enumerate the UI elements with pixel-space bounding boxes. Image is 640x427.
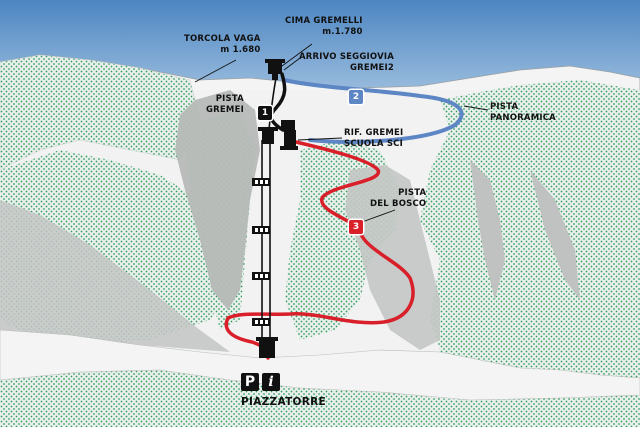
rock-streak-2 [530, 170, 580, 300]
pista-bosco-run [224, 140, 415, 360]
rock-streak-1 [470, 160, 505, 300]
rock-right [345, 165, 440, 350]
leader-bosco [361, 209, 396, 223]
chair-icon [252, 178, 270, 186]
pista-bosco-line2: DEL BOSCO [370, 198, 427, 209]
rock-left-bottom [0, 200, 230, 352]
valley-floor [0, 329, 640, 401]
parking-icon: P [241, 373, 259, 391]
leader-arrivo [283, 57, 301, 71]
pista-gremei-badge: 1 [258, 106, 272, 120]
chairlift-station-icon [258, 127, 278, 144]
cima-name: CIMA GREMELLI [285, 16, 363, 26]
torcola-name: TORCOLA VAGA [184, 34, 261, 44]
forest-bottom [0, 370, 640, 427]
leader-panoramica [463, 105, 489, 111]
pista-gremei-run [269, 72, 287, 132]
info-icon: i [262, 373, 280, 391]
chair-icon [252, 272, 270, 280]
label-pista-panoramica: PISTA PANORAMICA [490, 102, 556, 123]
torcola-altitude: m 1.680 [220, 44, 261, 55]
label-rif-gremei: RIF. GREMEI SCUOLA SCI [344, 128, 403, 149]
label-cima-gremelli: CIMA GREMELLI m.1.780 [285, 16, 363, 37]
pista-gremei-line1: PISTA [215, 94, 244, 104]
chairlift-station-icon [280, 120, 298, 150]
pista-panoramica-run [282, 78, 464, 144]
label-pista-gremei: PISTA GREMEI [206, 94, 244, 115]
leader-cima [281, 43, 313, 67]
chair-icon [252, 318, 270, 326]
arrivo-line1: ARRIVO SEGGIOVIA [299, 52, 395, 62]
rif-line1: RIF. GREMEI [344, 128, 404, 138]
rif-line2: SCUOLA SCI [344, 138, 403, 149]
label-arrivo-seggiovia: ARRIVO SEGGIOVIA GREMEI2 [299, 52, 394, 73]
leader-rif [297, 137, 343, 141]
label-piazzatorre: PIAZZATORRE [241, 396, 326, 408]
chair-icon [252, 226, 270, 234]
chairlift-station-icon [265, 59, 285, 80]
pista-gremei-line2: GREMEI [206, 104, 244, 115]
rock-central [175, 90, 260, 310]
pista-panoramica-line1: PISTA [490, 102, 519, 112]
leader-torcola [194, 59, 237, 83]
label-torcola-vaga: TORCOLA VAGA m 1.680 [184, 34, 261, 55]
pista-bosco-line1: PISTA [398, 188, 427, 198]
cima-altitude: m.1.780 [322, 26, 363, 37]
pista-panoramica-line2: PANORAMICA [490, 112, 556, 123]
label-pista-bosco: PISTA DEL BOSCO [370, 188, 426, 209]
arrivo-line2: GREMEI2 [349, 62, 395, 73]
chairlift-station-icon [256, 337, 278, 358]
pista-panoramica-badge: 2 [349, 90, 363, 104]
pista-bosco-badge: 3 [349, 220, 363, 234]
